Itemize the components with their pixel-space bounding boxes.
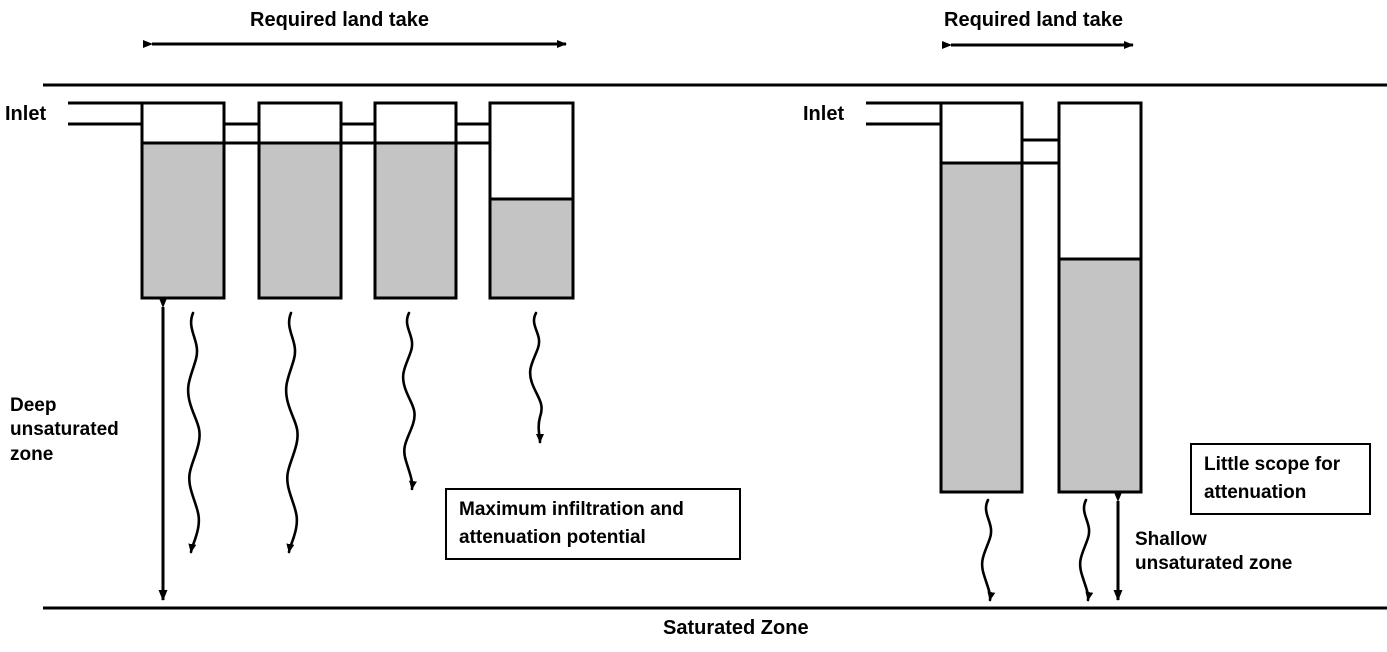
left-chamber-3-water bbox=[375, 143, 456, 298]
callout-right-line-2: attenuation bbox=[1204, 482, 1307, 503]
callout-maximum-infiltration: Maximum infiltration and attenuation pot… bbox=[445, 488, 741, 560]
infiltration-squiggle-4 bbox=[528, 311, 544, 444]
left-chamber-2-water bbox=[259, 143, 341, 298]
deep-zone-label-line-1: Deep bbox=[10, 395, 57, 416]
right-chamber-2-water bbox=[1059, 259, 1141, 492]
infiltration-squiggle-2 bbox=[284, 311, 299, 554]
shallow-unsaturated-zone-label: Shallow unsaturated zone bbox=[1135, 528, 1292, 577]
right-chamber-1-water bbox=[941, 163, 1022, 492]
left-chamber-4 bbox=[488, 101, 575, 300]
callout-right-line-1: Little scope for bbox=[1204, 454, 1341, 476]
deep-zone-label-line-3: zone bbox=[10, 443, 54, 465]
shallow-zone-label-line-1: Shallow bbox=[1135, 529, 1207, 550]
right-chamber-connector-pipe bbox=[1019, 138, 1062, 165]
right-chamber-1 bbox=[939, 101, 1024, 494]
saturated-zone-label: Saturated Zone bbox=[663, 617, 809, 639]
callout-left-line-2: attenuation potential bbox=[459, 527, 646, 548]
left-chamber-2 bbox=[257, 101, 343, 300]
infiltration-squiggle-6 bbox=[1078, 498, 1094, 602]
left-chamber-1 bbox=[140, 101, 226, 300]
right-land-take-label: Required land take bbox=[944, 9, 1123, 31]
left-inlet-label: Inlet bbox=[5, 103, 47, 125]
shallow-zone-label-line-2: unsaturated zone bbox=[1135, 553, 1293, 575]
right-inlet-label: Inlet bbox=[803, 103, 845, 125]
left-chamber-3 bbox=[373, 101, 458, 300]
infiltration-squiggle-3 bbox=[401, 311, 417, 491]
left-chamber-connector-pipes bbox=[221, 122, 493, 145]
left-chamber-4-water bbox=[490, 199, 573, 298]
callout-left-line-1: Maximum infiltration and bbox=[459, 499, 684, 521]
deep-zone-label-line-2: unsaturated bbox=[10, 419, 119, 441]
right-infiltration-arrows bbox=[980, 498, 1094, 602]
right-inlet-pipe bbox=[866, 101, 945, 126]
left-infiltration-arrows bbox=[186, 311, 544, 554]
left-inlet-pipe bbox=[68, 101, 146, 126]
deep-unsaturated-zone-label: Deep unsaturated zone bbox=[10, 394, 119, 467]
left-chamber-1-water bbox=[142, 143, 224, 298]
infiltration-squiggle-5 bbox=[980, 498, 996, 602]
callout-little-scope: Little scope for attenuation bbox=[1190, 443, 1371, 515]
left-land-take-label: Required land take bbox=[250, 9, 429, 31]
right-chamber-2 bbox=[1057, 101, 1143, 494]
infiltration-squiggle-1 bbox=[186, 311, 201, 554]
